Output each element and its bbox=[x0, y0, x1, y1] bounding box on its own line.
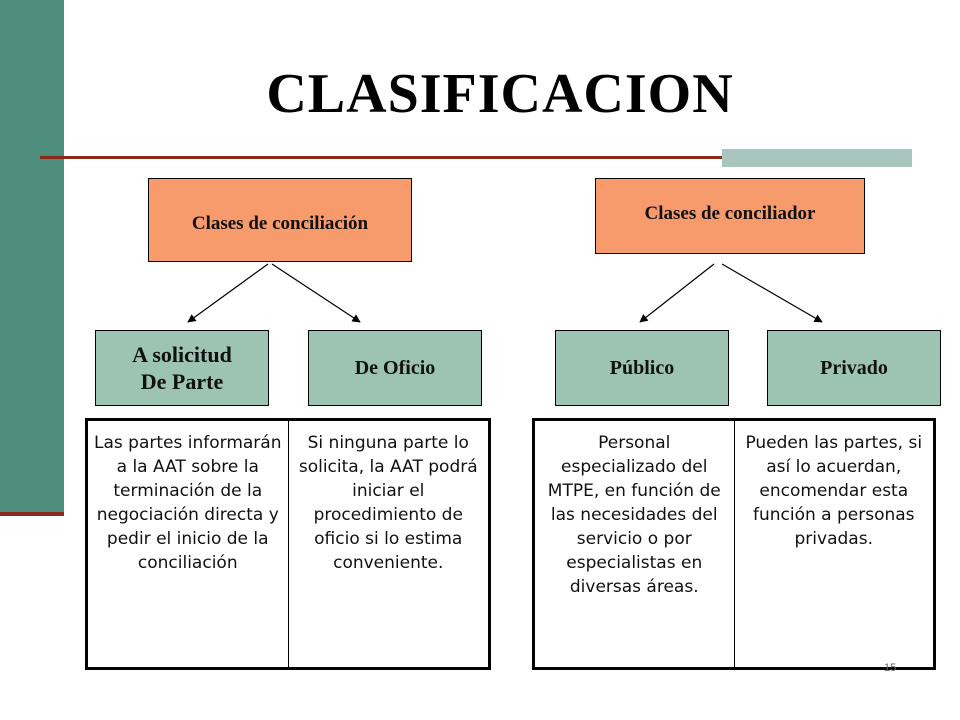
description-a-solicitud: Las partes informarán a la AAT sobre la … bbox=[94, 433, 282, 573]
description-table-right: Personal especializado del MTPE, en func… bbox=[532, 418, 936, 670]
header-clases-de-conciliador: Clases de conciliador bbox=[595, 178, 865, 254]
leaf-de-oficio: De Oficio bbox=[308, 330, 482, 406]
leaf-a-solicitud-de-parte: A solicitud De Parte bbox=[95, 330, 269, 406]
decorative-sidebar bbox=[0, 0, 64, 516]
arrow-to-a-solicitud bbox=[187, 263, 269, 323]
arrow-to-de-oficio bbox=[271, 263, 361, 323]
header-clases-de-conciliacion: Clases de conciliación bbox=[148, 178, 412, 262]
title-underline bbox=[40, 156, 912, 159]
leaf-publico: Público bbox=[555, 330, 729, 406]
description-privado: Pueden las partes, si así lo acuerdan, e… bbox=[733, 421, 934, 667]
header-label: Clases de conciliación bbox=[191, 213, 369, 234]
header-label: Clases de conciliador bbox=[644, 203, 816, 224]
leaf-label: A solicitud De Parte bbox=[132, 342, 232, 394]
arrow-to-privado bbox=[721, 263, 823, 323]
leaf-label: Privado bbox=[820, 356, 888, 379]
slide-title: CLASIFICACION bbox=[266, 63, 734, 125]
leaf-label: De Oficio bbox=[354, 356, 436, 379]
page-number: 15 bbox=[884, 662, 897, 674]
description-table-left: Las partes informarán a la AAT sobre la … bbox=[85, 418, 491, 670]
accent-bar bbox=[722, 149, 912, 167]
leaf-label: Público bbox=[609, 356, 675, 379]
description-publico: Personal especializado del MTPE, en func… bbox=[547, 433, 721, 597]
leaf-privado: Privado bbox=[767, 330, 941, 406]
description-de-oficio: Si ninguna parte lo solicita, la AAT pod… bbox=[287, 421, 489, 667]
arrow-to-publico bbox=[639, 263, 715, 323]
